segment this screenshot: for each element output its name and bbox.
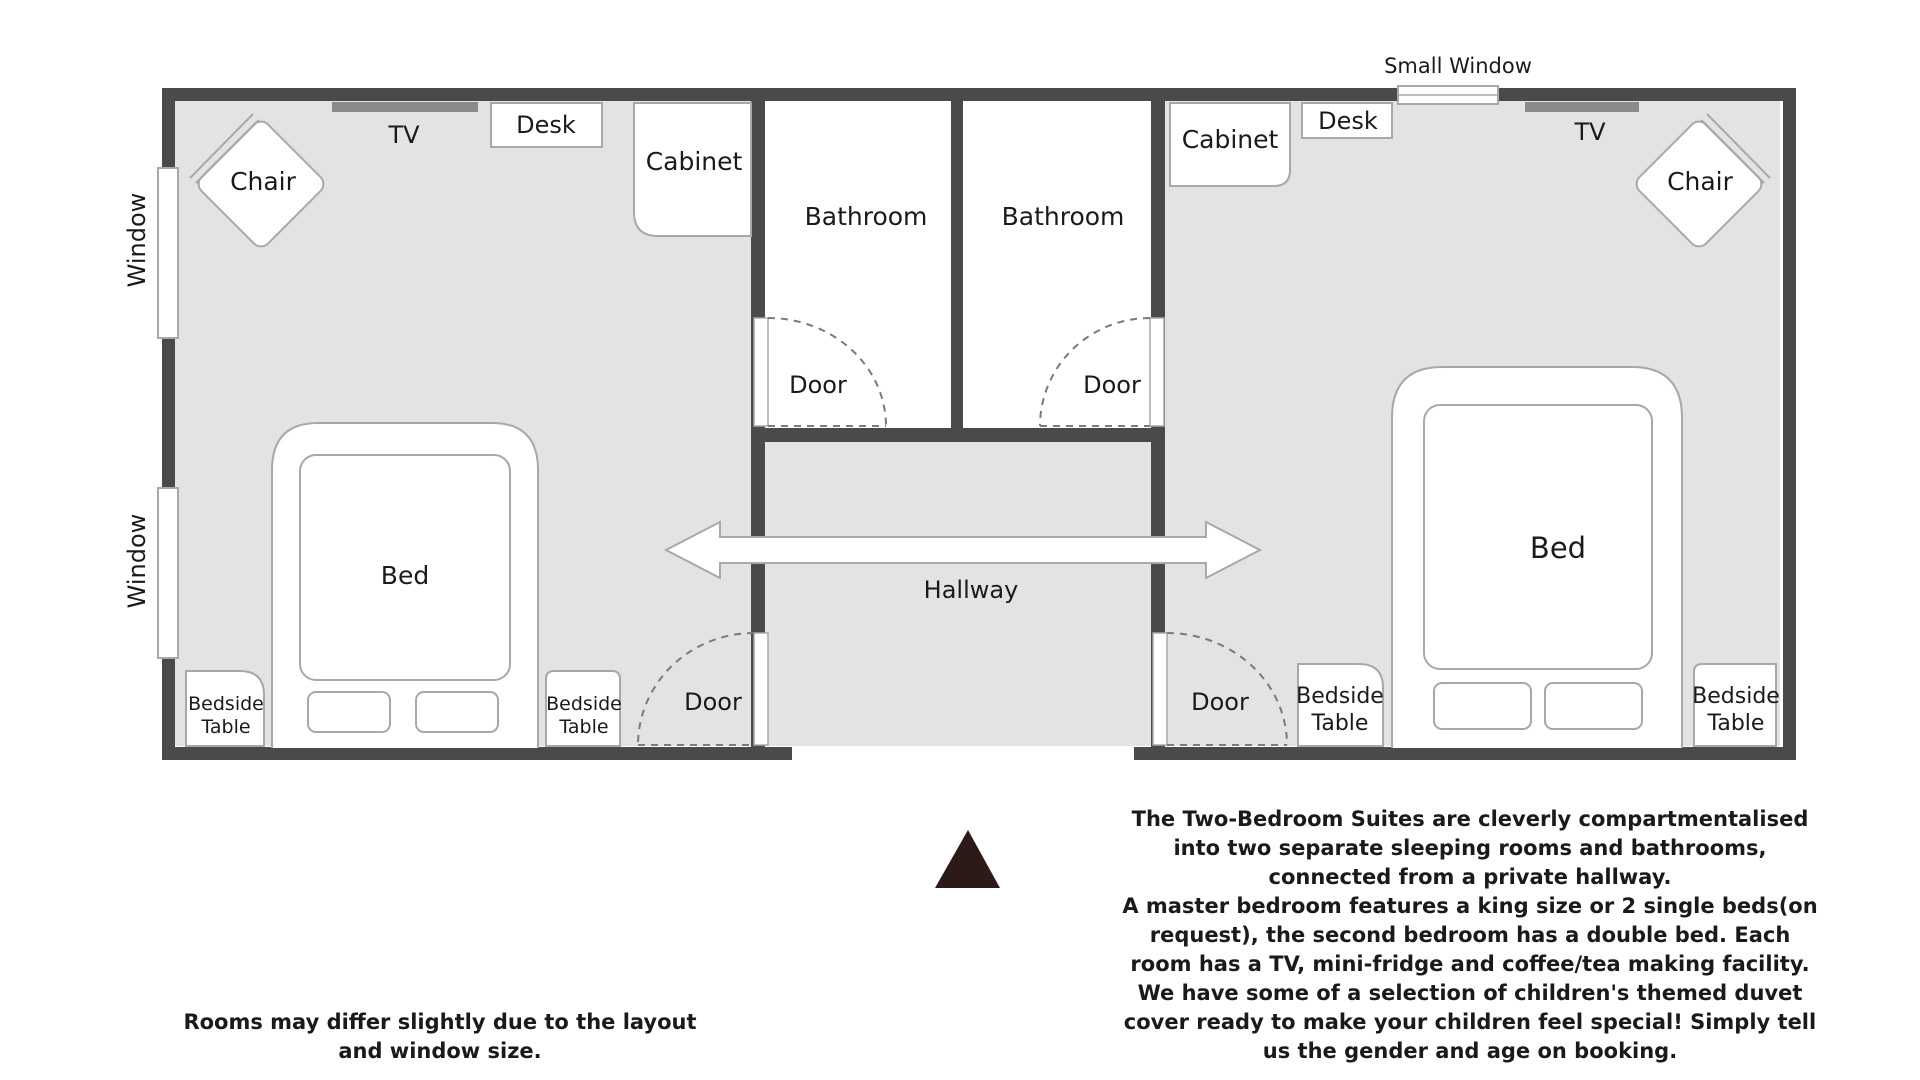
window-left-top-label: Window [123,193,151,288]
window-left-bottom [157,487,179,659]
door-bathroom-left-label: Door [789,371,847,399]
chair-left [189,113,325,248]
description-paragraph-2: A master bedroom features a king size or… [1122,894,1818,976]
cabinet-left [633,102,752,237]
hallway-floor [765,440,1151,746]
bedside-table-left-1 [185,670,265,747]
bathroom-right-label: Bathroom [1002,202,1125,231]
bedside-table-right-1 [1297,663,1384,747]
small-window-label: Small Window [1384,54,1532,78]
description-paragraph-3: We have some of a selection of children'… [1123,981,1817,1063]
bed-left-label: Bed [381,561,429,590]
cabinet-left-label: Cabinet [646,147,743,176]
door-bathroom-right [1039,317,1165,427]
suite-description: The Two-Bedroom Suites are cleverly comp… [1120,805,1820,1066]
bathroom-right-floor [963,102,1149,428]
bedside-table-left-2 [545,670,621,747]
bedside-right-1-line2: Table [1311,711,1369,736]
window-left-bottom-label: Window [123,514,151,609]
chair-right-label: Chair [1667,167,1734,196]
bathroom-left-label: Bathroom [805,202,928,231]
bedside-table-right-2 [1693,663,1777,747]
tv-left-label: TV [387,121,420,149]
door-bedroom-right [1152,632,1288,746]
door-bathroom-left [753,317,887,427]
tv-left [332,102,478,112]
bedside-left-2-line1: Bedside [546,693,622,715]
bedside-left-1-line1: Bedside [188,693,264,715]
chair-left-label: Chair [230,167,297,196]
desk-left [490,102,603,148]
bedside-right-1-line1: Bedside [1296,684,1384,709]
chair-right [1635,113,1771,248]
bedside-left-1-line2: Table [200,716,250,738]
door-bathroom-right-label: Door [1083,371,1141,399]
tv-right-label: TV [1573,118,1606,146]
desk-left-label: Desk [516,111,576,139]
door-bedroom-left [637,632,769,746]
bedside-right-2-line1: Bedside [1692,684,1780,709]
bedside-left-2-line2: Table [558,716,608,738]
desk-right-label: Desk [1318,107,1378,135]
bedside-right-2-line2: Table [1707,711,1765,736]
cabinet-right [1169,102,1291,187]
bathroom-left-floor [765,102,951,428]
disclaimer-text: Rooms may differ slightly due to the lay… [183,1010,697,1063]
door-bedroom-left-label: Door [684,688,742,716]
entrance-triangle [935,830,1000,888]
door-bedroom-right-label: Door [1191,688,1249,716]
bed-right [1391,366,1683,748]
tv-right [1525,102,1639,112]
hallway-arrow [663,520,1263,580]
window-left-top [157,167,179,339]
disclaimer-note: Rooms may differ slightly due to the lay… [160,1008,720,1066]
cabinet-right-label: Cabinet [1182,125,1279,154]
bed-right-label: Bed [1530,531,1586,565]
description-paragraph-1: The Two-Bedroom Suites are cleverly comp… [1131,807,1809,889]
desk-right [1301,102,1393,139]
bed-left [271,422,539,748]
hallway-label: Hallway [924,576,1019,604]
